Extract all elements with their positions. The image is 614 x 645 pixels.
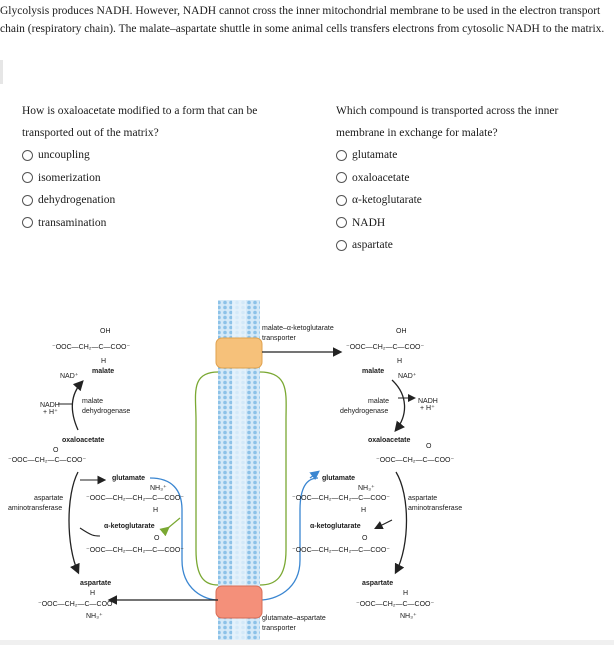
right-mdh: malate (368, 398, 389, 405)
radio-button[interactable] (336, 149, 347, 161)
right-glutamate-formula: ⁻OOC—CH₂—CH₂—C—COO⁻ (292, 495, 390, 502)
svg-text:H: H (90, 590, 95, 597)
radio-button[interactable] (336, 172, 347, 184)
q2-option-glutamate[interactable]: glutamate (336, 144, 596, 167)
right-glutamate-label: glutamate (322, 475, 355, 482)
left-ast: aspartate (34, 495, 63, 502)
intro-text: Glycolysis produces NADH. However, NADH … (0, 5, 605, 35)
svg-text:O: O (154, 535, 160, 542)
transporter-top-label: malate–α-ketoglutarate (262, 325, 334, 332)
left-akg-formula: ⁻OOC—CH₂—CH₂—C—COO⁻ (86, 547, 184, 554)
q1-option-uncoupling[interactable]: uncoupling (22, 144, 292, 167)
right-ast: aspartate (408, 495, 437, 502)
right-malate-oh: OH (396, 328, 407, 335)
right-akg-formula: ⁻OOC—CH₂—CH₂—C—COO⁻ (292, 547, 390, 554)
left-malate-label: malate (92, 368, 114, 375)
malate-akg-transporter (215, 337, 263, 369)
right-malate-label: malate (362, 368, 384, 375)
left-oxaloacetate-formula: ⁻OOC—CH₂—C—COO⁻ (8, 457, 86, 464)
q1-option-transamination[interactable]: transamination (22, 212, 292, 235)
right-akg-label: α-ketoglutarate (310, 523, 361, 530)
svg-text:H: H (101, 358, 106, 365)
svg-text:H: H (397, 358, 402, 365)
left-oxaloacetate-label: oxaloacetate (62, 437, 105, 444)
svg-text:+ H⁺: + H⁺ (420, 404, 435, 412)
right-aspartate-label: aspartate (362, 580, 393, 587)
left-aspartate-formula: ⁻OOC—CH₂—C—COO⁻ (38, 601, 116, 608)
glutamate-aspartate-transporter (215, 585, 263, 619)
svg-text:+ H⁺: + H⁺ (43, 408, 58, 416)
left-aspartate-label: aspartate (80, 580, 111, 587)
svg-text:transporter: transporter (262, 625, 297, 632)
svg-text:transporter: transporter (262, 335, 297, 342)
left-malate-oh: OH (100, 328, 111, 335)
radio-button[interactable] (22, 217, 33, 229)
svg-text:H: H (403, 590, 408, 597)
q1-option-dehydrogenation[interactable]: dehydrogenation (22, 189, 292, 212)
malate-aspartate-shuttle-diagram: malate–α-ketoglutarate transporter gluta… (8, 300, 462, 640)
q1-option-isomerization[interactable]: isomerization (22, 167, 292, 190)
svg-text:aminotransferase: aminotransferase (8, 505, 62, 512)
malate-akg-loop (194, 371, 219, 586)
left-mdh: malate (82, 398, 103, 405)
question-2-prompt: Which compound is transported across the… (336, 105, 559, 139)
question-2: Which compound is transported across the… (336, 100, 596, 257)
radio-button[interactable] (336, 217, 347, 229)
transporter-bottom-label: glutamate–aspartate (262, 615, 326, 622)
right-oxaloacetate-label: oxaloacetate (368, 437, 411, 444)
left-glutamate-label: glutamate (112, 475, 145, 482)
svg-text:O: O (53, 447, 59, 454)
svg-text:dehydrogenase: dehydrogenase (340, 408, 388, 415)
svg-text:dehydrogenase: dehydrogenase (82, 408, 130, 415)
right-malate-formula: ⁻OOC—CH₂—C—COO⁻ (346, 344, 424, 351)
left-ast-arrow (68, 471, 80, 575)
svg-text:aminotransferase: aminotransferase (408, 505, 462, 512)
radio-button[interactable] (22, 172, 33, 184)
svg-text:NH₃⁺: NH₃⁺ (358, 484, 375, 492)
q2-option-alpha-ketoglutarate[interactable]: α-ketoglutarate (336, 189, 596, 212)
scroll-indicator (0, 60, 3, 84)
right-oxaloacetate-formula: ⁻OOC—CH₂—C—COO⁻ (376, 457, 454, 464)
right-mdh-arrow (391, 379, 406, 433)
radio-button[interactable] (22, 149, 33, 161)
left-mdh-arrow (71, 380, 84, 431)
left-glutamate-formula: ⁻OOC—CH₂—CH₂—C—COO⁻ (86, 495, 184, 502)
left-malate-formula: ⁻OOC—CH₂—C—COO⁻ (52, 344, 130, 351)
left-akg-label: α-ketoglutarate (104, 523, 155, 530)
svg-text:NH₃⁺: NH₃⁺ (86, 612, 103, 620)
right-aspartate-formula: ⁻OOC—CH₂—C—COO⁻ (356, 601, 434, 608)
svg-text:H: H (153, 507, 158, 514)
question-1-prompt: How is oxaloacetate modified to a form t… (22, 105, 258, 139)
svg-text:NH₃⁺: NH₃⁺ (400, 612, 417, 620)
svg-text:H: H (361, 507, 366, 514)
svg-text:NH₃⁺: NH₃⁺ (150, 484, 167, 492)
left-nad: NAD⁺ (60, 372, 79, 380)
left-nadh: NADH (40, 402, 60, 409)
q2-option-aspartate[interactable]: aspartate (336, 234, 596, 257)
glutamate-aspartate-loop (149, 477, 219, 601)
q2-option-oxaloacetate[interactable]: oxaloacetate (336, 167, 596, 190)
radio-button[interactable] (336, 239, 347, 251)
q2-option-nadh[interactable]: NADH (336, 212, 596, 235)
right-nadh: NADH (418, 398, 438, 405)
bottom-bar (0, 640, 614, 645)
radio-button[interactable] (22, 194, 33, 206)
question-1: How is oxaloacetate modified to a form t… (22, 100, 292, 234)
radio-button[interactable] (336, 194, 347, 206)
right-nad: NAD⁺ (398, 372, 417, 380)
svg-text:O: O (362, 535, 368, 542)
right-ast-arrow (394, 471, 408, 575)
svg-text:O: O (426, 443, 432, 450)
